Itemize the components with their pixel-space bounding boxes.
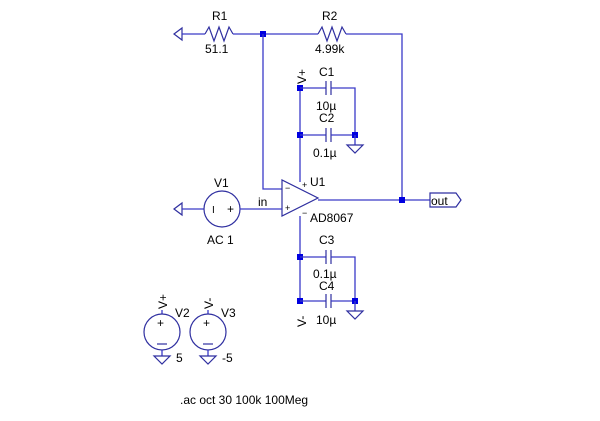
c3-name: C3 bbox=[319, 233, 335, 247]
c2-name: C2 bbox=[319, 111, 335, 125]
v3-plus-mark: + bbox=[203, 316, 210, 330]
c3-value: 0.1µ bbox=[313, 267, 337, 281]
r1-value: 51.1 bbox=[205, 42, 229, 56]
ground-icon-top bbox=[345, 135, 365, 154]
out-label: out bbox=[431, 194, 448, 208]
in-net-label: in bbox=[258, 195, 267, 209]
ground-icon-v2 bbox=[152, 355, 172, 365]
v1-neg-mark: I bbox=[212, 205, 215, 216]
r2-value: 4.99k bbox=[315, 42, 345, 56]
v3-net-label: V- bbox=[202, 298, 216, 309]
junction-out bbox=[399, 197, 405, 203]
opamp-u1[interactable] bbox=[281, 179, 320, 217]
wire-inverting-input bbox=[262, 34, 282, 190]
out-net-flag[interactable] bbox=[429, 192, 462, 208]
r2-name: R2 bbox=[322, 9, 338, 23]
ground-icon-bottom bbox=[345, 301, 365, 320]
v1-value: AC 1 bbox=[207, 233, 234, 247]
c1-name: C1 bbox=[319, 65, 335, 79]
capacitor-c2[interactable] bbox=[325, 128, 332, 142]
capacitor-c3[interactable] bbox=[325, 250, 332, 264]
c1-value: 10µ bbox=[316, 99, 336, 113]
u1-value: AD8067 bbox=[310, 211, 354, 225]
v3-name: V3 bbox=[221, 306, 236, 320]
c4-value: 10µ bbox=[316, 313, 336, 327]
ground-arrow-r1 bbox=[173, 26, 205, 42]
v2-value: 5 bbox=[176, 351, 183, 365]
opamp-vplus-pin: + bbox=[302, 180, 307, 190]
v1-name: V1 bbox=[214, 176, 229, 190]
ground-icon-v3 bbox=[198, 355, 218, 365]
resistor-r2[interactable] bbox=[317, 25, 347, 43]
u1-name: U1 bbox=[310, 175, 326, 189]
vplus-label: V+ bbox=[295, 69, 309, 84]
wire-c1-right bbox=[331, 87, 356, 135]
opamp-vminus-pin: − bbox=[302, 208, 307, 218]
vminus-label: V- bbox=[295, 316, 309, 327]
v2-plus-mark: + bbox=[157, 316, 164, 330]
c2-value: 0.1µ bbox=[313, 146, 337, 160]
capacitor-c4[interactable] bbox=[325, 294, 332, 308]
c4-name: C4 bbox=[319, 279, 335, 293]
opamp-plus-pin: + bbox=[285, 203, 290, 213]
ground-arrow-v1 bbox=[173, 201, 204, 217]
resistor-r1[interactable] bbox=[204, 25, 234, 43]
wire-c3-right bbox=[331, 256, 356, 301]
wire-feedback-out bbox=[346, 33, 403, 200]
v2-net-label: V+ bbox=[156, 294, 170, 309]
spice-directive[interactable]: .ac oct 30 100k 100Meg bbox=[180, 393, 308, 407]
v1-pos-mark: + bbox=[227, 202, 234, 216]
v3-value: -5 bbox=[222, 351, 233, 365]
capacitor-c1[interactable] bbox=[325, 81, 332, 95]
opamp-minus-pin: − bbox=[285, 183, 290, 193]
r1-name: R1 bbox=[212, 9, 228, 23]
v2-name: V2 bbox=[175, 306, 190, 320]
voltage-source-v1[interactable] bbox=[203, 190, 241, 228]
